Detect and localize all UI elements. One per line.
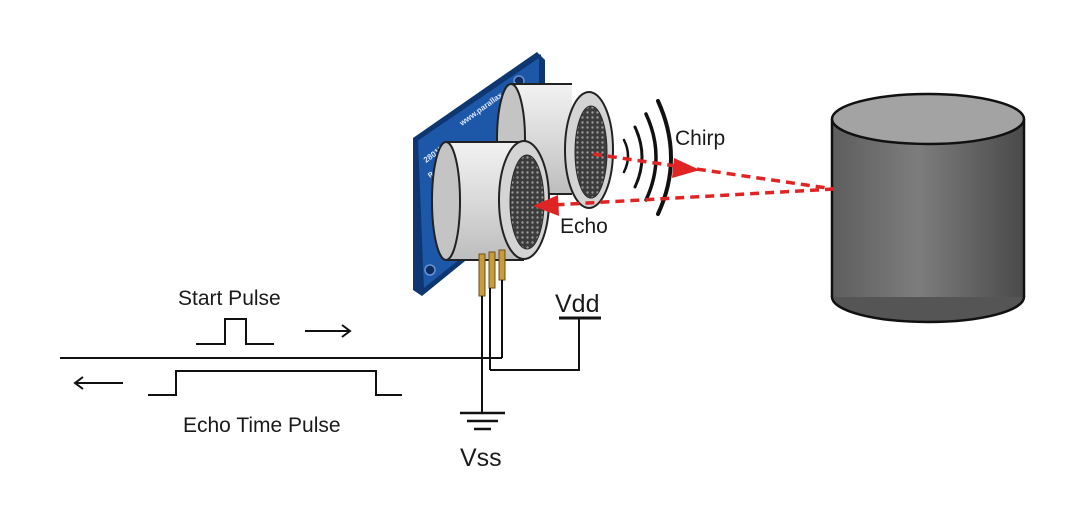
vdd-label: Vdd bbox=[555, 290, 599, 318]
chirp-beam bbox=[592, 152, 835, 191]
start-pulse-label: Start Pulse bbox=[178, 287, 281, 310]
chirp-label: Chirp bbox=[675, 127, 725, 150]
echo-arrowhead-icon bbox=[533, 195, 559, 216]
vdd-wire bbox=[490, 318, 580, 371]
ultrasonic-beams bbox=[552, 152, 835, 207]
echo-label: Echo bbox=[560, 215, 608, 238]
arrow-right-icon bbox=[305, 324, 352, 338]
echo-time-pulse-label: Echo Time Pulse bbox=[183, 414, 341, 437]
ground-icon bbox=[460, 411, 505, 431]
mount-hole-icon bbox=[424, 264, 436, 276]
pin-vdd bbox=[488, 251, 496, 289]
sound-wave-icon bbox=[622, 99, 673, 216]
pin-sig bbox=[478, 253, 486, 297]
pin-gnd bbox=[498, 249, 506, 281]
chirp-arrowhead-icon bbox=[672, 158, 700, 178]
wiring bbox=[60, 280, 601, 412]
arrow-left-icon bbox=[73, 376, 123, 390]
receiver-mesh bbox=[509, 154, 545, 250]
echo-beam bbox=[552, 187, 835, 207]
cylinder-top bbox=[830, 92, 1026, 146]
start-pulse-waveform bbox=[196, 318, 274, 345]
receiver-back bbox=[431, 141, 461, 261]
obstacle-cylinder bbox=[830, 92, 1026, 324]
vss-label: Vss bbox=[460, 444, 502, 472]
transmitter-mesh bbox=[574, 105, 608, 199]
echo-time-pulse-waveform bbox=[148, 370, 402, 396]
receiver-transducer bbox=[431, 140, 550, 261]
